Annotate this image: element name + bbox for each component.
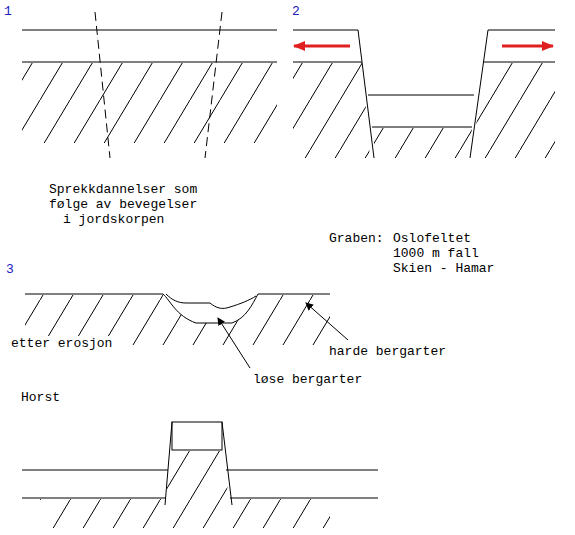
panel-number: 3 xyxy=(5,262,15,277)
panel-number: 1 xyxy=(3,4,13,19)
caption-line: 1000 m fall xyxy=(392,246,480,261)
caption-line: Oslofeltet xyxy=(392,231,472,246)
caption-line: Skien - Hamar xyxy=(392,261,495,276)
caption-line: Graben: xyxy=(328,231,385,246)
rock-label: løse bergarter xyxy=(252,372,363,387)
caption-line: følge av bevegelser xyxy=(48,197,198,212)
caption-line: Sprekkdannelser som xyxy=(48,182,198,197)
section-label: Horst xyxy=(20,390,61,405)
rock-label: harde bergarter xyxy=(328,344,447,359)
caption-line: i jordskorpen xyxy=(62,212,165,227)
panel-number: 2 xyxy=(291,4,301,19)
rock-label: etter erosjon xyxy=(10,336,113,351)
